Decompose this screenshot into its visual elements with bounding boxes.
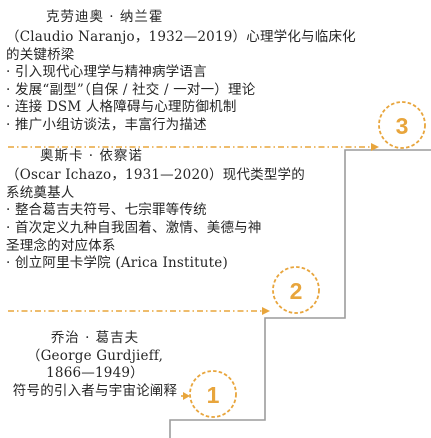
figure-3-line: （Claudio Naranjo，1932—2019）心理学化与临床化 — [6, 29, 356, 45]
figure-2-line: （Oscar Ichazo，1931—2020）现代类型学的 — [6, 167, 305, 183]
figure-2-bullet: · 整合葛吉夫符号、七宗罪等传统 — [6, 202, 207, 218]
step-badge-2-ring — [272, 266, 320, 314]
figure-3-bullet: · 推广小组访谈法，丰富行为描述 — [6, 117, 207, 133]
step-number-3: 3 — [396, 113, 409, 139]
step-badge-3-ring — [378, 101, 426, 149]
arrowhead-3 — [371, 143, 379, 151]
step-badge-3: 3 — [378, 101, 426, 149]
arrowhead-2 — [262, 307, 270, 315]
step-badge-1-ring — [189, 370, 237, 418]
figure-1-line: 1866—1949） — [46, 365, 144, 381]
figure-1-line: （George Gurdjieff, — [26, 347, 164, 364]
figure-3-name: 克劳迪奥 · 纳兰霍 — [46, 9, 164, 25]
figure-2-line: 圣理念的对应体系 — [6, 238, 116, 254]
staircase-line — [169, 149, 431, 438]
step-badge-1: 1 — [189, 370, 237, 418]
figure-2-name: 奥斯卡 · 依察诺 — [40, 148, 143, 164]
figure-2-bullet: · 首次定义九种自我固着、激情、美德与神 — [6, 220, 262, 236]
figure-1-line: 符号的引入者与宇宙论阐释 — [12, 382, 178, 399]
figure-3-bullet: · 发展“副型”（自保 / 社交 / 一对一）理论 — [6, 82, 256, 98]
step-number-2: 2 — [290, 278, 303, 304]
figure-3-bullet: · 连接 DSM 人格障碍与心理防御机制 — [6, 99, 237, 115]
figure-1-name: 乔治 · 葛吉夫 — [50, 330, 140, 346]
arrowhead-1 — [183, 392, 190, 400]
figure-2-bullet: · 创立阿里卡学院 (Arica Institute) — [6, 255, 228, 271]
figure-1-block: 乔治 · 葛吉夫 （George Gurdjieff, 1866—1949） 符… — [6, 330, 184, 400]
step-badge-2: 2 — [272, 266, 320, 314]
figure-2-line: 系统奠基人 — [6, 185, 75, 201]
figure-3-line: 的关键桥梁 — [6, 47, 75, 63]
step-number-1: 1 — [207, 382, 220, 408]
figure-3-bullet: · 引入现代心理学与精神病学语言 — [6, 64, 207, 80]
